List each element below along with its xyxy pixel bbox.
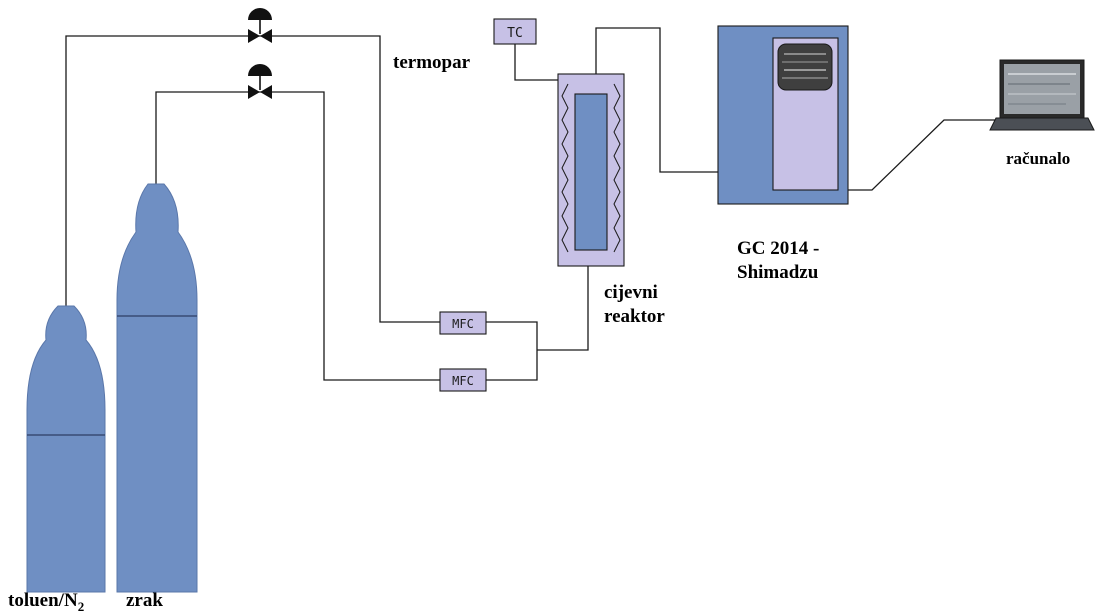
reactor	[557, 73, 625, 267]
gc-instrument	[717, 25, 849, 205]
line-gc-to-computer	[848, 119, 995, 191]
line-zrak	[155, 91, 440, 381]
label-gc-2: Shimadzu	[737, 262, 819, 283]
heater-zigzag-left	[561, 83, 569, 253]
label-gc-1: GC 2014 -	[737, 238, 819, 259]
mfc-top-label: MFC	[452, 317, 474, 331]
line-reactor-to-gc	[595, 27, 718, 173]
tc-box: TC	[493, 18, 537, 45]
heater-zigzag-right	[613, 83, 621, 253]
label-toluen: toluen/N2	[8, 590, 84, 613]
label-reactor-2: reaktor	[604, 306, 665, 327]
valve-top	[248, 8, 272, 43]
label-reactor-1: cijevni	[604, 282, 658, 303]
mfc-bottom-box: MFC	[439, 368, 487, 392]
cylinder-zrak	[116, 183, 198, 593]
label-computer: računalo	[1006, 149, 1070, 168]
cylinder-toluen	[26, 305, 106, 593]
gas-lines	[65, 27, 995, 381]
valve-bottom	[248, 64, 272, 99]
line-mfc-top-out	[486, 321, 538, 381]
label-termopar: termopar	[393, 52, 471, 73]
mfc-bottom-label: MFC	[452, 374, 474, 388]
line-to-reactor	[537, 260, 589, 351]
laptop-icon	[989, 59, 1095, 131]
label-zrak: zrak	[126, 590, 163, 611]
tc-label: TC	[507, 26, 523, 41]
line-toluen	[65, 35, 440, 323]
mfc-top-box: MFC	[439, 311, 487, 335]
